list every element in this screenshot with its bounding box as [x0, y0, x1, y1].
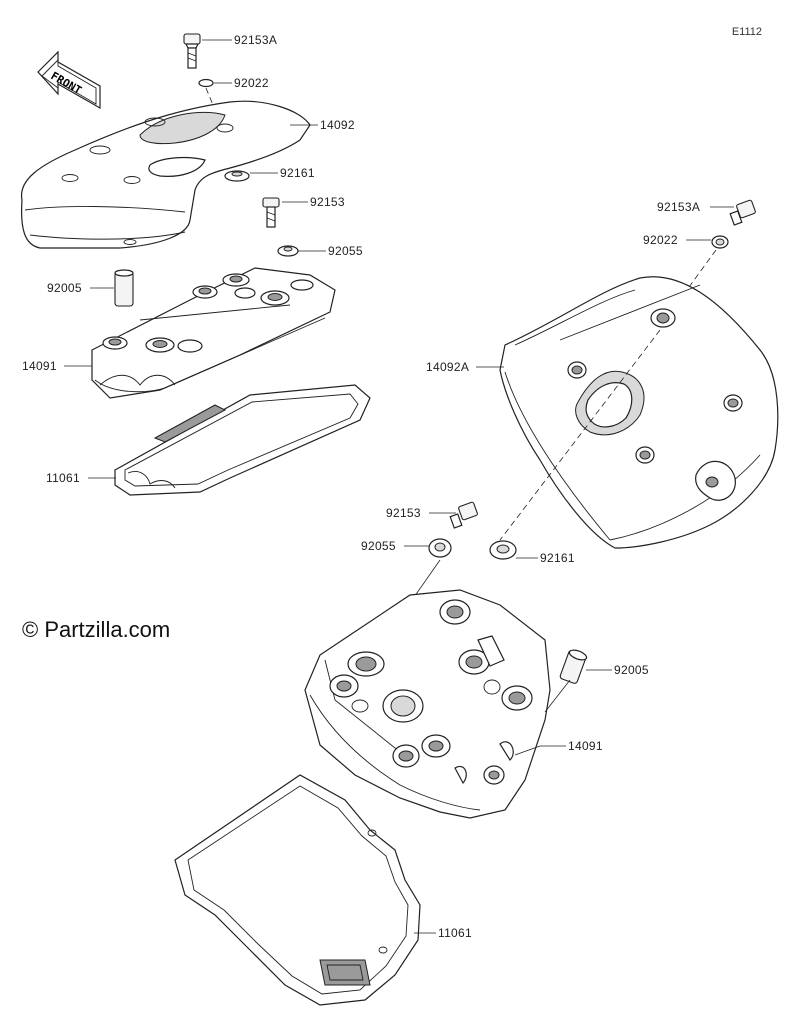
head-14091-top — [91, 267, 336, 399]
callout-92153-top[interactable]: 92153 — [310, 195, 345, 209]
callout-92153a-right[interactable]: 92153A — [657, 200, 701, 214]
dowel-92005-top — [114, 269, 134, 307]
washer-92055-top — [277, 245, 299, 257]
bolt-92153-mid — [449, 501, 478, 529]
cover-14092a — [499, 276, 779, 549]
front-arrow-icon: FRONT — [37, 50, 101, 110]
washer-92022-top — [198, 78, 214, 88]
callout-92005-bottom[interactable]: 92005 — [614, 663, 649, 677]
callout-14091-top[interactable]: 14091 — [22, 359, 57, 373]
washer-92055-mid — [428, 538, 452, 558]
callout-14091-bottom[interactable]: 14091 — [568, 739, 603, 753]
callout-92022-right[interactable]: 92022 — [643, 233, 678, 247]
grommet-92161-mid — [489, 540, 517, 560]
dowel-92005-bottom — [559, 649, 588, 684]
cover-14092 — [20, 100, 311, 249]
callout-92055-top[interactable]: 92055 — [328, 244, 363, 258]
bolt-92153a-top — [183, 33, 201, 69]
callout-11061-top[interactable]: 11061 — [46, 471, 80, 485]
callout-92153-mid[interactable]: 92153 — [386, 506, 421, 520]
grommet-92161-top — [224, 170, 250, 182]
gasket-11061-top — [114, 384, 371, 496]
callout-92005-top[interactable]: 92005 — [47, 281, 82, 295]
bolt-92153-top — [262, 197, 280, 228]
callout-14092a[interactable]: 14092A — [426, 360, 470, 374]
copyright-watermark: © Partzilla.com — [22, 617, 171, 642]
diagram-reference: E1112 — [731, 26, 762, 38]
callout-92161-mid[interactable]: 92161 — [540, 551, 575, 565]
callout-11061-bottom[interactable]: 11061 — [438, 926, 472, 940]
gasket-11061-bottom — [174, 774, 421, 1006]
head-14091-bottom — [304, 589, 551, 819]
callout-92161-top[interactable]: 92161 — [280, 166, 315, 180]
callout-92153a-top[interactable]: 92153A — [234, 33, 278, 47]
callout-92022-top[interactable]: 92022 — [234, 76, 269, 90]
bolt-92153a-right — [729, 199, 756, 226]
washer-92022-right — [711, 235, 729, 249]
callout-92055-mid[interactable]: 92055 — [361, 539, 396, 553]
callout-14092[interactable]: 14092 — [320, 118, 355, 132]
